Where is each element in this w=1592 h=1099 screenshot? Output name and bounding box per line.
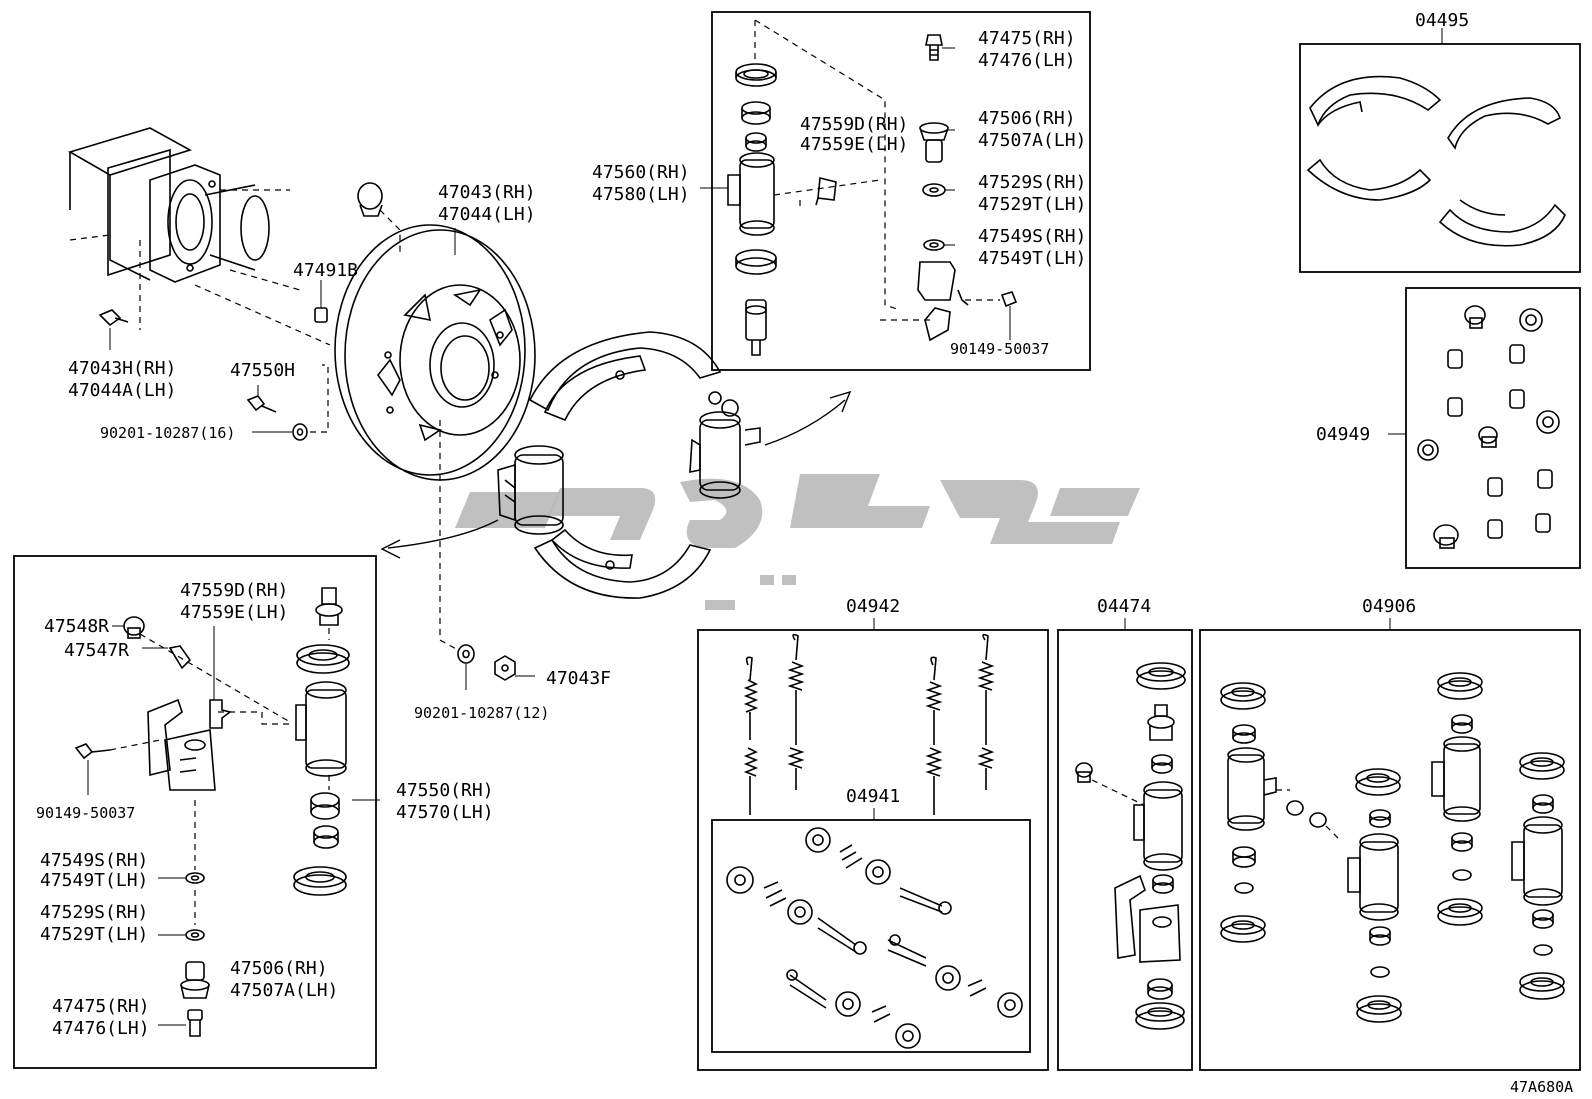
label-47570-lh: 47570(LH) <box>396 802 494 823</box>
bolt-47550H <box>246 385 277 413</box>
watermark-logo <box>455 474 1140 610</box>
label-kit-04949: 04949 <box>1316 424 1370 445</box>
label-47476-lh-upper: 47476(LH) <box>978 50 1076 71</box>
label-47507a-lh-lower: 47507A(LH) <box>230 980 338 1001</box>
label-47549t-lh-upper: 47549T(LH) <box>978 248 1086 269</box>
label-47560-rh: 47560(RH) <box>592 162 690 183</box>
wheel-cylinder-center-upper <box>689 391 761 499</box>
label-47529t-lh-lower: 47529T(LH) <box>40 924 148 945</box>
label-90201-10287-16: 90201-10287(16) <box>100 424 235 442</box>
backing-plate <box>334 182 536 481</box>
part-number-labels: 47043(RH) 47044(LH) 47491B 47043H(RH) 47… <box>36 10 1573 1096</box>
bolt-47043H <box>98 309 129 350</box>
label-47559d-rh-lower: 47559D(RH) <box>180 580 288 601</box>
kit-04942-box <box>697 629 1049 1071</box>
nut-47043F <box>494 655 535 681</box>
kit-04906-parts <box>1220 672 1565 1023</box>
kit-04949-box <box>1405 287 1581 569</box>
leader-lines <box>454 28 1443 820</box>
label-47043f: 47043F <box>546 668 611 689</box>
label-47559e-lh-upper: 47559E(LH) <box>800 134 908 155</box>
label-90201-10287-12: 90201-10287(12) <box>414 704 549 722</box>
clip-47491B <box>314 280 328 323</box>
label-47549t-lh-lower: 47549T(LH) <box>40 870 148 891</box>
label-kit-04474: 04474 <box>1097 596 1151 617</box>
lower-box-parts <box>74 587 380 1037</box>
label-47549s-rh-lower: 47549S(RH) <box>40 850 148 871</box>
label-47548r: 47548R <box>44 616 109 637</box>
washer-90201-16 <box>252 364 329 441</box>
label-47529s-rh-upper: 47529S(RH) <box>978 172 1086 193</box>
label-47506-rh-upper: 47506(RH) <box>978 108 1076 129</box>
label-47491b: 47491B <box>293 260 358 281</box>
kit-04942-springs <box>743 633 995 815</box>
wheel-cylinder-center-lower <box>497 445 564 535</box>
label-kit-04942: 04942 <box>846 596 900 617</box>
label-47529s-rh-lower: 47529S(RH) <box>40 902 148 923</box>
label-47529t-lh-upper: 47529T(LH) <box>978 194 1086 215</box>
kit-04495-shoes <box>1306 75 1566 247</box>
axle-housing <box>67 127 331 346</box>
kit-04941-parts <box>726 827 1023 1049</box>
label-47476-lh-lower: 47476(LH) <box>52 1018 150 1039</box>
upper-box-parts <box>727 19 1018 356</box>
label-47044-lh: 47044(LH) <box>438 204 536 225</box>
label-47580-lh: 47580(LH) <box>592 184 690 205</box>
label-47559e-lh-lower: 47559E(LH) <box>180 602 288 623</box>
label-kit-04941: 04941 <box>846 786 900 807</box>
label-47547r: 47547R <box>64 640 129 661</box>
kit-04941-box <box>711 819 1031 1053</box>
label-47559d-rh-upper: 47559D(RH) <box>800 114 908 135</box>
label-47550-rh: 47550(RH) <box>396 780 494 801</box>
label-47549s-rh-upper: 47549S(RH) <box>978 226 1086 247</box>
upper-wheel-cylinder-box <box>711 11 1091 371</box>
arrow-to-lower-box <box>380 519 499 559</box>
label-47475-rh-upper: 47475(RH) <box>978 28 1076 49</box>
label-47550h: 47550H <box>230 360 295 381</box>
kit-04474-parts <box>1075 662 1186 1030</box>
kit-04949-parts <box>1388 305 1560 549</box>
lower-wheel-cylinder-box <box>13 555 377 1069</box>
arrow-to-upper-box <box>764 390 852 446</box>
label-47507a-lh-upper: 47507A(LH) <box>978 130 1086 151</box>
brake-shoes-center <box>528 331 722 599</box>
label-47475-rh-lower: 47475(RH) <box>52 996 150 1017</box>
label-47043h-rh: 47043H(RH) <box>68 358 176 379</box>
washer-90201-12 <box>439 420 475 690</box>
label-47044a-lh: 47044A(LH) <box>68 380 176 401</box>
label-47506-rh-lower: 47506(RH) <box>230 958 328 979</box>
label-kit-04906: 04906 <box>1362 596 1416 617</box>
label-47043-rh: 47043(RH) <box>438 182 536 203</box>
diagram-code: 47A680A <box>1510 1078 1573 1096</box>
label-kit-04495: 04495 <box>1415 10 1469 31</box>
label-90149-50037-lower: 90149-50037 <box>36 804 135 822</box>
kit-04495-box <box>1299 43 1581 273</box>
label-90149-50037-upper: 90149-50037 <box>950 340 1049 358</box>
